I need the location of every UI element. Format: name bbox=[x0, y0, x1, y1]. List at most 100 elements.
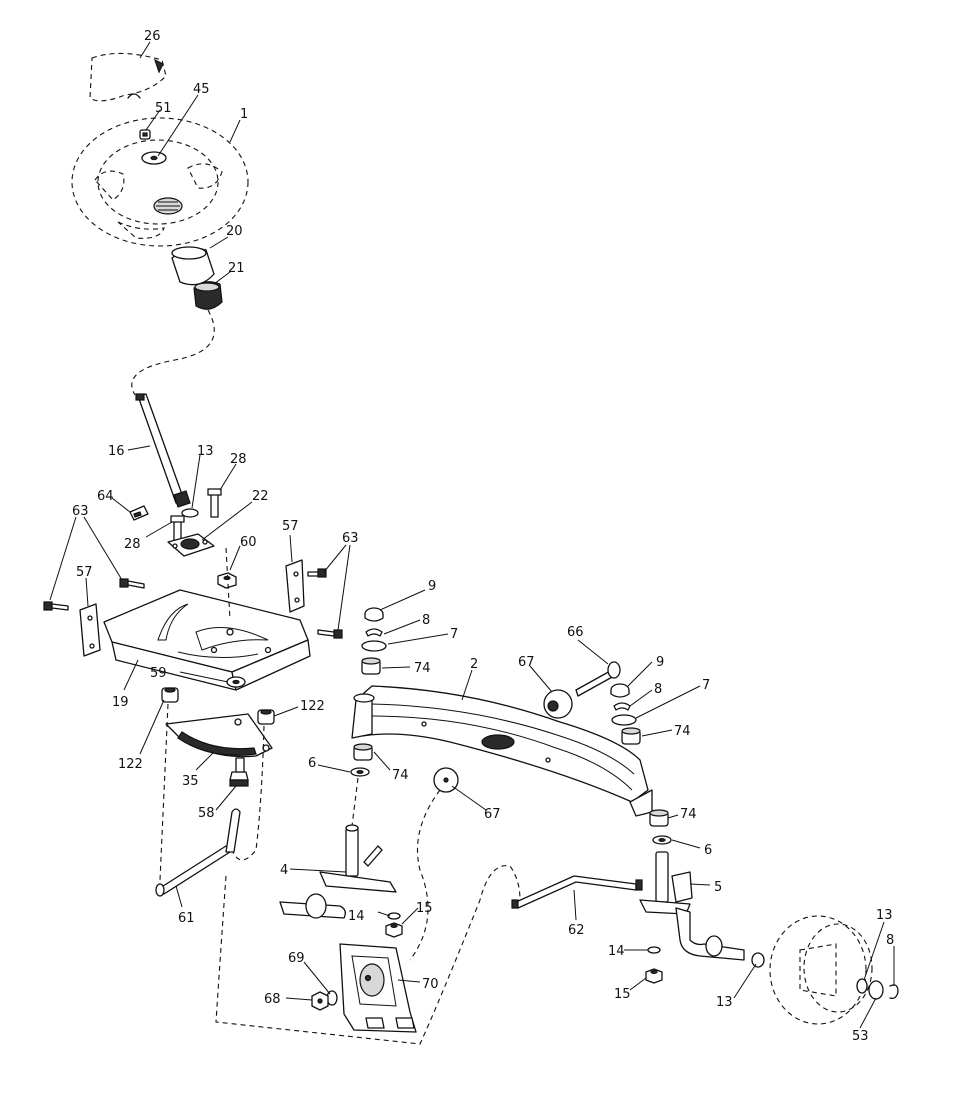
callout-6-left: 6 bbox=[308, 756, 316, 771]
callout-67-lower: 67 bbox=[484, 807, 501, 822]
part-washer-45 bbox=[141, 151, 167, 165]
part-ring-8-left bbox=[365, 628, 383, 637]
callout-7-right: 7 bbox=[702, 678, 710, 693]
part-spindle-4-left bbox=[279, 824, 397, 919]
callout-62: 62 bbox=[568, 923, 585, 938]
part-pivot-bolt-66 bbox=[575, 661, 621, 697]
callout-28-upper: 28 bbox=[230, 452, 247, 467]
part-steering-plate-19 bbox=[103, 589, 311, 691]
part-bushing-74-upper-right bbox=[621, 727, 641, 745]
part-ring-8-wheel bbox=[889, 984, 899, 1000]
phantom-link-axle-frame bbox=[215, 865, 521, 1045]
callout-26: 26 bbox=[144, 29, 161, 44]
phantom-link-axle-bracket bbox=[409, 789, 441, 961]
phantom-link-left-spindle bbox=[351, 777, 359, 827]
part-tie-rod-62 bbox=[511, 875, 643, 909]
callout-9-right: 9 bbox=[656, 655, 664, 670]
part-washer-6-left bbox=[350, 767, 370, 777]
callout-19: 19 bbox=[112, 695, 129, 710]
part-spindle-5-right bbox=[639, 851, 765, 968]
callout-68: 68 bbox=[264, 992, 281, 1007]
part-drag-link-61 bbox=[155, 808, 241, 897]
part-ring-8-right bbox=[613, 702, 631, 711]
part-nut-68 bbox=[311, 991, 329, 1011]
phantom-link-wheel-shaft bbox=[131, 309, 215, 396]
part-bushing-21 bbox=[193, 281, 223, 310]
callout-28-lower: 28 bbox=[124, 537, 141, 552]
part-steering-shaft-16 bbox=[135, 393, 191, 508]
part-sector-gear-35 bbox=[165, 713, 273, 758]
callout-labels: 26 51 45 1 20 21 16 13 28 64 28 22 63 57… bbox=[72, 29, 894, 1044]
callout-122-left: 122 bbox=[118, 757, 143, 772]
callout-20: 20 bbox=[226, 224, 243, 239]
part-bolt-63-d bbox=[317, 629, 343, 639]
callout-59: 59 bbox=[150, 666, 167, 681]
part-cap-9-left bbox=[364, 607, 384, 622]
part-nut-60 bbox=[217, 572, 237, 589]
callout-8-left: 8 bbox=[422, 613, 430, 628]
callout-14-right: 14 bbox=[608, 944, 625, 959]
callout-13-wheel: 13 bbox=[876, 908, 893, 923]
callout-1: 1 bbox=[240, 107, 248, 122]
part-bushing-122-right bbox=[257, 709, 275, 725]
part-bushing-74-upper-left bbox=[361, 657, 381, 675]
part-spacer-67-lower bbox=[433, 767, 459, 793]
part-boot-20 bbox=[171, 246, 215, 286]
callout-7-left: 7 bbox=[450, 627, 458, 642]
callout-2: 2 bbox=[470, 657, 478, 672]
part-bolt-58 bbox=[229, 757, 249, 787]
part-mounting-plate-70 bbox=[339, 943, 417, 1033]
callout-13-upper: 13 bbox=[197, 444, 214, 459]
part-bushing-122-left bbox=[161, 687, 179, 703]
callout-69: 69 bbox=[288, 951, 305, 966]
callout-74-upper-right: 74 bbox=[674, 724, 691, 739]
callout-8-right: 8 bbox=[654, 682, 662, 697]
callout-63-right: 63 bbox=[342, 531, 359, 546]
callout-63-left: 63 bbox=[72, 504, 89, 519]
part-washer-7-left bbox=[361, 640, 387, 652]
part-washer-6-right bbox=[652, 835, 672, 845]
part-key-64 bbox=[129, 505, 149, 521]
phantom-link-axle-plate bbox=[225, 547, 231, 621]
part-washer-7-right bbox=[611, 714, 637, 726]
part-bushing-74-lower-left bbox=[353, 743, 373, 761]
part-washer-13-wheel bbox=[856, 978, 868, 994]
part-washer-59 bbox=[226, 676, 246, 688]
part-bolt-63-a bbox=[43, 601, 69, 611]
part-washer-14-right bbox=[647, 946, 661, 954]
callout-5: 5 bbox=[714, 880, 722, 895]
callout-35: 35 bbox=[182, 774, 199, 789]
callout-122-right: 122 bbox=[300, 699, 325, 714]
part-washer-53 bbox=[868, 980, 884, 1000]
part-steering-wheel bbox=[71, 117, 249, 247]
part-bracket-57-right bbox=[285, 559, 305, 613]
callout-15-left: 15 bbox=[416, 901, 433, 916]
callout-66: 66 bbox=[567, 625, 584, 640]
callout-21: 21 bbox=[228, 261, 245, 276]
part-bolt-63-c bbox=[307, 568, 327, 578]
part-steering-cap bbox=[89, 52, 167, 102]
part-bolt-63-b bbox=[119, 578, 145, 589]
part-nut-51 bbox=[139, 129, 151, 140]
part-bushing-74-lower-right bbox=[649, 809, 669, 827]
part-washer-14-left bbox=[387, 912, 401, 920]
callout-61: 61 bbox=[178, 911, 195, 926]
part-bolt-28a bbox=[207, 488, 222, 518]
callout-15-right: 15 bbox=[614, 987, 631, 1002]
callout-22: 22 bbox=[252, 489, 269, 504]
part-front-wheel bbox=[769, 915, 873, 1025]
callout-58: 58 bbox=[198, 806, 215, 821]
callout-4: 4 bbox=[280, 863, 288, 878]
callout-51: 51 bbox=[155, 101, 172, 116]
phantom-link-gear-drag bbox=[159, 703, 169, 881]
callout-8-wheel: 8 bbox=[886, 933, 894, 948]
callout-64: 64 bbox=[97, 489, 114, 504]
phantom-link-gear-front bbox=[231, 725, 265, 861]
callout-70: 70 bbox=[422, 977, 439, 992]
callout-45: 45 bbox=[193, 82, 210, 97]
callout-74-lower-right: 74 bbox=[680, 807, 697, 822]
callout-53: 53 bbox=[852, 1029, 869, 1044]
part-bracket-57-left bbox=[79, 603, 101, 657]
callout-13-spindle: 13 bbox=[716, 995, 733, 1010]
